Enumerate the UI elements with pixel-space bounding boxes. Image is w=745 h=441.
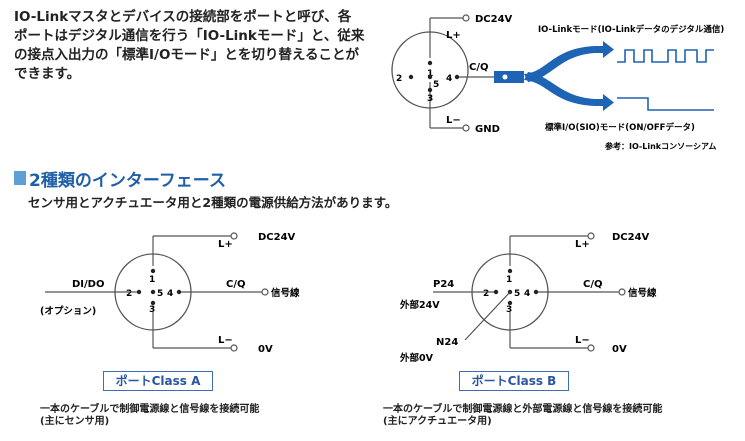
top-pin-5 bbox=[427, 74, 433, 80]
top-connector-diagram: DC24V L+ GND L− 1 2 5 4 3 C/Q IO-Linkモード… bbox=[391, 14, 724, 151]
svg-text:5: 5 bbox=[157, 289, 163, 299]
top-pin-4 bbox=[454, 74, 460, 80]
class-b-dc24v-label: DC24V bbox=[612, 232, 650, 243]
top-pin-2 bbox=[408, 74, 414, 80]
top-fork-upper bbox=[524, 46, 605, 82]
class-a-signal-line-label: 信号線 bbox=[271, 287, 300, 299]
class-a-option-label: (オプション) bbox=[40, 305, 96, 317]
top-pin-1 bbox=[427, 60, 433, 66]
class-b-label-box: ポートClass B bbox=[459, 371, 569, 391]
top-terminal-dc24v bbox=[462, 14, 470, 22]
class-b-lminus-label: L− bbox=[575, 335, 590, 346]
top-fork-lower bbox=[524, 72, 605, 106]
class-a-didc-label: DI/DO bbox=[72, 279, 104, 290]
class-b-ext24v-label: 外部24V bbox=[399, 299, 440, 311]
svg-text:1: 1 bbox=[149, 275, 155, 285]
class-a-note-2: (主にセンサ用) bbox=[40, 416, 110, 427]
svg-text:2: 2 bbox=[396, 74, 402, 84]
class-b-terminal-dc24v bbox=[587, 232, 595, 240]
svg-text:5: 5 bbox=[433, 80, 439, 90]
section-marker-icon bbox=[14, 171, 26, 185]
top-signal-bar bbox=[494, 71, 524, 83]
class-a-terminal-dc24v bbox=[230, 232, 238, 240]
svg-text:2: 2 bbox=[483, 289, 489, 299]
class-a-0v-label: 0V bbox=[258, 344, 273, 355]
svg-text:3: 3 bbox=[149, 305, 155, 315]
class-b-diagram: L+ DC24V L− 0V 1 2 5 4 3 P24 外部24V N24 外… bbox=[399, 232, 657, 364]
intro-line-4: できます。 bbox=[14, 66, 81, 82]
class-b-p24-label: P24 bbox=[433, 279, 454, 290]
class-b-n24-wire bbox=[464, 291, 511, 341]
io-link-waveform bbox=[617, 49, 714, 63]
top-lminus-label: L− bbox=[446, 115, 461, 126]
top-dc24v-label: DC24V bbox=[475, 14, 513, 25]
class-a-notes: 一本のケーブルで制御電源線と信号線を接続可能 (主にセンサ用) bbox=[40, 404, 259, 428]
svg-text:4: 4 bbox=[446, 74, 452, 84]
section-header: 2種類のインターフェース bbox=[14, 167, 226, 191]
intro-paragraph: IO-Linkマスタとデバイスの接続部をポートと呼び、各 ポートはデジタル通信を… bbox=[14, 8, 364, 84]
class-a-dc24v-label: DC24V bbox=[258, 232, 296, 243]
class-a-label-box: ポートClass A bbox=[103, 371, 213, 391]
svg-text:3: 3 bbox=[427, 94, 433, 104]
class-a-note-1: 一本のケーブルで制御電源線と信号線を接続可能 bbox=[40, 404, 260, 415]
class-a-diagram: L+ DC24V L− 0V 1 2 5 4 3 DI/DO (オプション) C… bbox=[40, 232, 300, 355]
svg-text:2: 2 bbox=[126, 289, 132, 299]
top-terminal-gnd bbox=[462, 124, 470, 132]
svg-text:1: 1 bbox=[506, 275, 512, 285]
intro-line-2: ポートはデジタル通信を行う「IO-Linkモード」と、従来 bbox=[14, 28, 365, 44]
class-b-notes: 一本のケーブルで制御電源線と外部電源線と信号線を接続可能 (主にアクチュエータ用… bbox=[383, 404, 662, 428]
class-b-note-2: (主にアクチュエータ用) bbox=[383, 416, 492, 427]
class-b-terminal-cq bbox=[618, 288, 626, 296]
class-a-terminal-cq bbox=[261, 288, 269, 296]
intro-line-3: の接点入出力の「標準I/Oモード」とを切り替えることが bbox=[14, 47, 360, 63]
class-a-lplus-label: L+ bbox=[218, 239, 233, 250]
class-b-signal-line-label: 信号線 bbox=[628, 287, 657, 299]
svg-text:4: 4 bbox=[167, 289, 173, 299]
class-b-cq-label: C/Q bbox=[583, 279, 603, 290]
standard-io-mode-label: 標準I/O(SIO)モード(ON/OFFデータ) bbox=[545, 122, 695, 133]
svg-text:4: 4 bbox=[524, 289, 530, 299]
section-title: 2種類のインターフェース bbox=[29, 170, 226, 191]
class-b-lplus-label: L+ bbox=[575, 239, 590, 250]
class-b-note-1: 一本のケーブルで制御電源線と外部電源線と信号線を接続可能 bbox=[383, 404, 663, 415]
class-a-terminal-0v bbox=[230, 344, 238, 352]
reference-label: 参考：IO-Linkコンソーシアム bbox=[604, 141, 716, 151]
section-subtitle: センサ用とアクチュエータ用と2種類の電源供給方法があります。 bbox=[28, 195, 398, 210]
top-gnd-label: GND bbox=[475, 124, 500, 135]
svg-text:1: 1 bbox=[427, 69, 433, 79]
class-b-ext0v-label: 外部0V bbox=[399, 352, 434, 364]
class-b-0v-label: 0V bbox=[612, 344, 627, 355]
io-link-mode-label: IO-Linkモード(IO-Linkデータのデジタル通信) bbox=[538, 24, 724, 35]
class-b-n24-label: N24 bbox=[436, 337, 458, 348]
svg-text:5: 5 bbox=[514, 289, 520, 299]
top-pin-3 bbox=[427, 87, 433, 93]
class-a-lminus-label: L− bbox=[218, 335, 233, 346]
sio-waveform bbox=[617, 97, 714, 111]
class-a-cq-label: C/Q bbox=[226, 279, 246, 290]
intro-line-1: IO-Linkマスタとデバイスの接続部をポートと呼び、各 bbox=[14, 9, 352, 25]
top-cq-label: C/Q bbox=[469, 62, 489, 73]
top-lplus-label: L+ bbox=[446, 30, 461, 41]
class-b-terminal-0v bbox=[587, 344, 595, 352]
svg-text:3: 3 bbox=[506, 305, 512, 315]
